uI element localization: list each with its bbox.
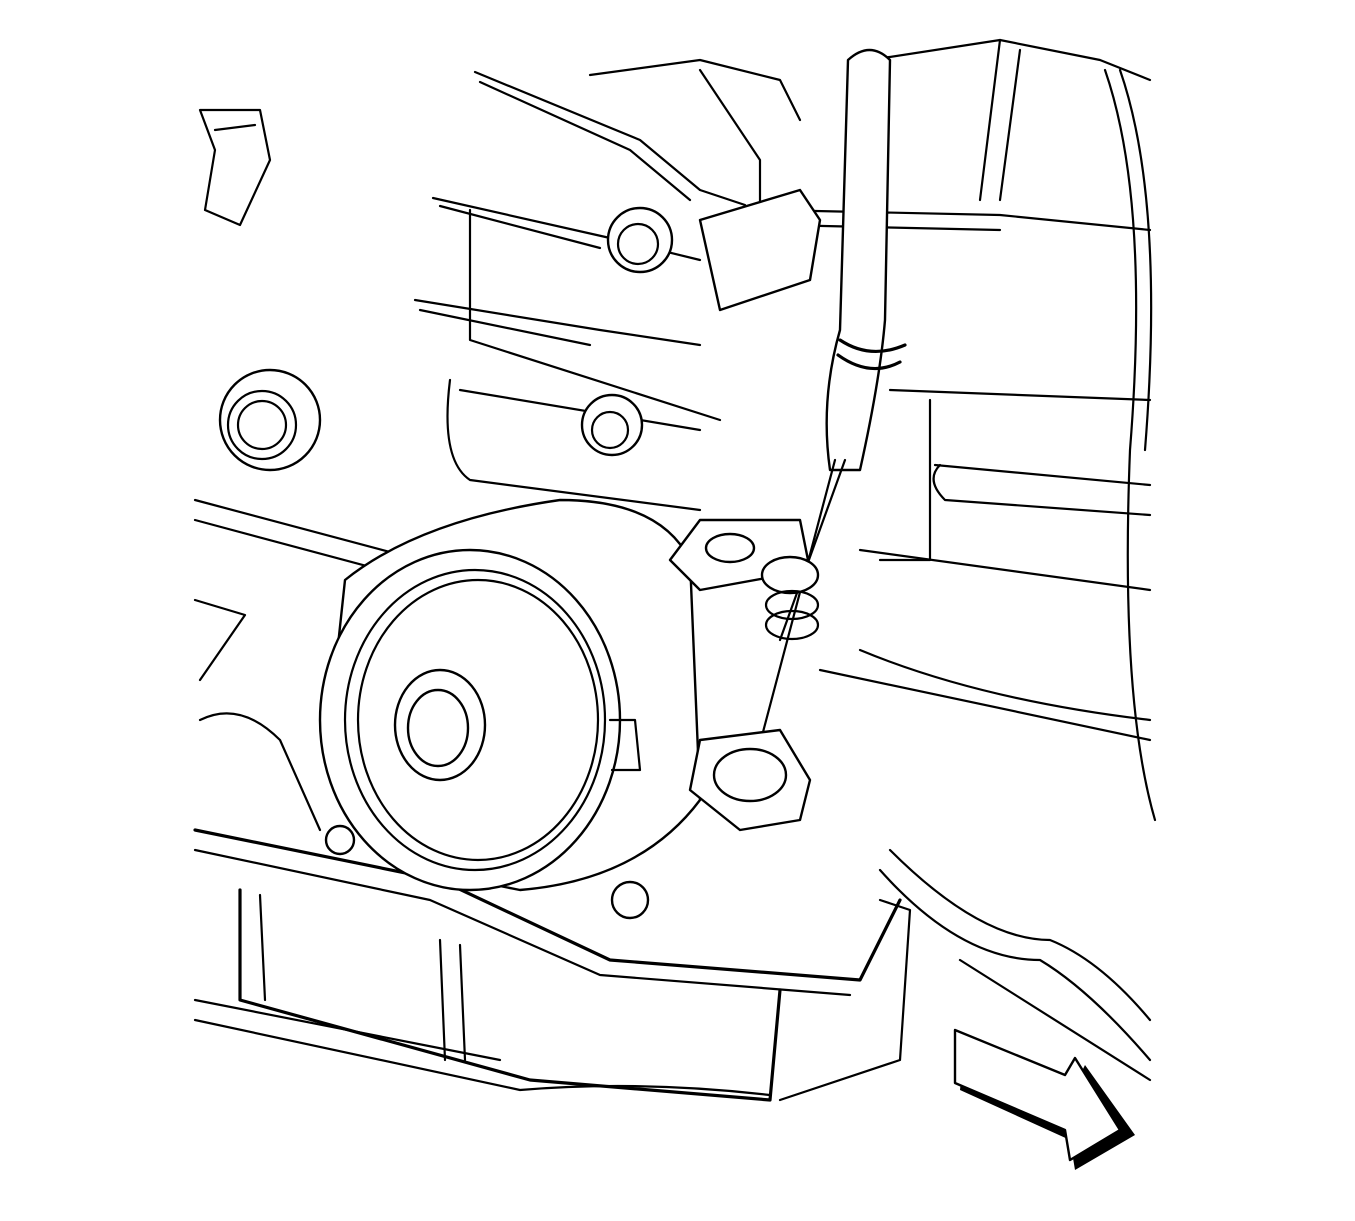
oil-level-indicator-tube <box>668 48 907 832</box>
oil-pan <box>193 828 912 1102</box>
oil-filter <box>318 498 702 892</box>
direction-arrow-icon <box>953 1028 1135 1170</box>
flange-nut <box>218 206 674 920</box>
